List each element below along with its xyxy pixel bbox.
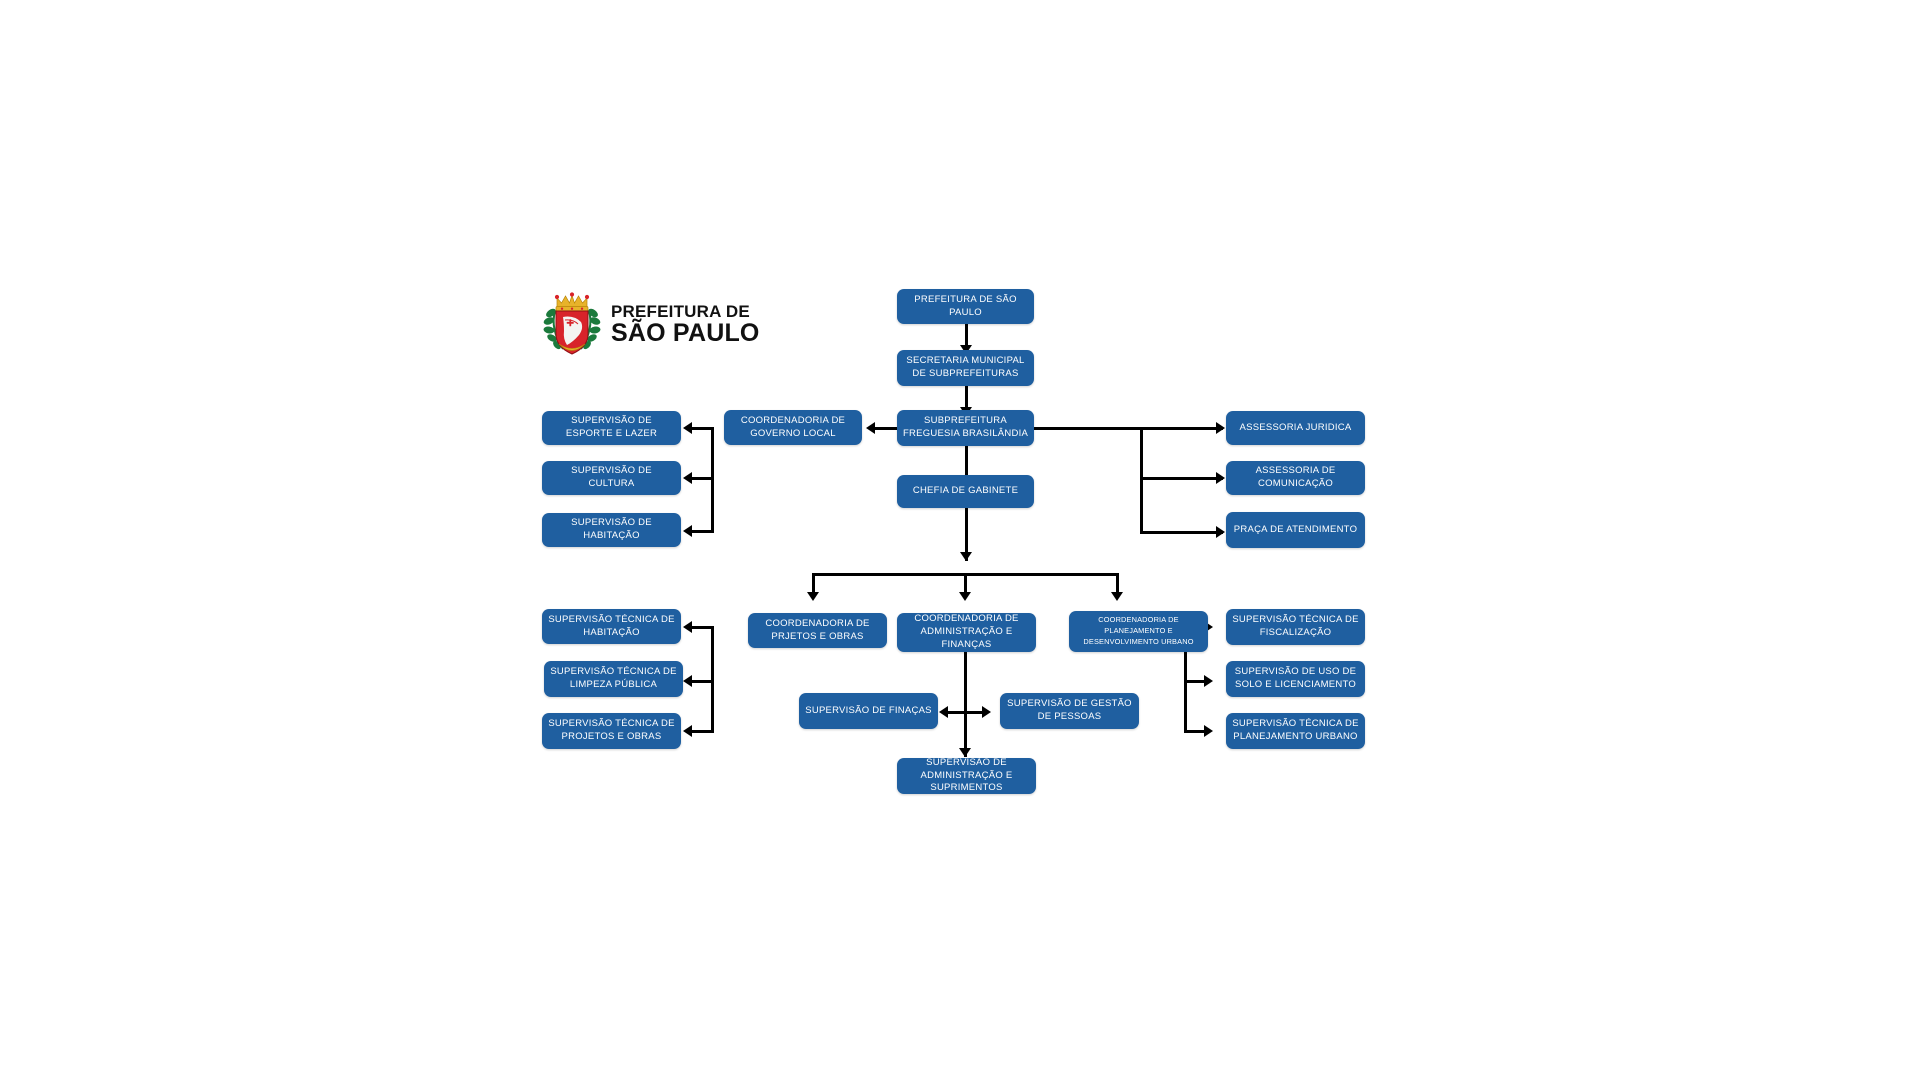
node-assessoria-de-comunicacao[interactable]: ASSESSORIA DE COMUNICAÇÃO	[1226, 461, 1365, 495]
arrow-left-habitacao	[683, 525, 692, 537]
arrow-right-comunicacao	[1216, 472, 1225, 484]
arrow-right-fiscalizacao	[1204, 621, 1213, 633]
node-coordenadoria-de-governo-local[interactable]: COORDENADORIA DE GOVERNO LOCAL	[724, 410, 862, 445]
node-supervisao-de-administracao-e-suprimentos[interactable]: SUPERVISÃO DE ADMINISTRAÇÃO E SUPRIMENTO…	[897, 757, 1036, 794]
prefeitura-logo: PREFEITURA DE SÃO PAULO	[543, 286, 763, 362]
edge-drop-projetos	[812, 573, 815, 598]
edge-right-trunk	[1140, 427, 1143, 534]
arrow-left-financas	[939, 706, 948, 718]
edge-left-branch-esporte	[690, 427, 714, 430]
node-supervisao-de-financas[interactable]: SUPERVISÃO DE FINAÇAS	[799, 693, 938, 729]
node-supervisao-tecnica-de-limpeza-publica[interactable]: SUPERVISÃO TÉCNICA DE LIMPEZA PÚBLICA	[544, 661, 683, 697]
edge-admin-left	[946, 711, 964, 714]
edge-left-branch-tec-habitacao	[690, 626, 714, 629]
logo-line-2: SÃO PAULO	[611, 318, 760, 347]
node-subprefeitura-freguesia-brasilandia[interactable]: SUBPREFEITURA FREGUESIA BRASILÂNDIA	[897, 410, 1034, 446]
edge-chefia-down	[965, 508, 968, 561]
node-supervisao-tecnica-de-habitacao[interactable]: SUPERVISÃO TÉCNICA DE HABITAÇÃO	[542, 609, 681, 644]
node-chefia-de-gabinete[interactable]: CHEFIA DE GABINETE	[897, 475, 1034, 508]
node-assessoria-juridica[interactable]: ASSESSORIA JURIDICA	[1226, 411, 1365, 445]
node-supervisao-de-gestao-de-pessoas[interactable]: SUPERVISÃO DE GESTÃO DE PESSOAS	[1000, 693, 1139, 729]
edge-left-trunk-gov	[711, 427, 714, 533]
arrow-down-coord-admin	[959, 592, 971, 601]
node-praca-de-atendimento[interactable]: PRAÇA DE ATENDIMENTO	[1226, 512, 1365, 548]
edge-right-branch-praca	[1140, 531, 1223, 534]
edge-right-branch-tec-planej	[1184, 730, 1210, 733]
edge-left-trunk-projetos	[711, 626, 714, 733]
edge-prefeitura-secretaria	[965, 324, 968, 356]
edge-right-branch-comunicacao	[1140, 477, 1223, 480]
edge-secretaria-subprefeitura	[965, 386, 968, 418]
node-supervisao-tecnica-de-planejamento-urbano[interactable]: SUPERVISÃO TÉCNICA DE PLANEJAMENTO URBAN…	[1226, 713, 1365, 749]
arrow-right-uso-solo	[1204, 675, 1213, 687]
sao-paulo-coat-of-arms-icon	[543, 287, 601, 361]
edge-subpref-coordgoverno	[873, 427, 898, 430]
arrow-left-tec-projetos	[683, 725, 692, 737]
edge-left-branch-cultura	[690, 477, 714, 480]
edge-drop-admin	[964, 573, 967, 598]
edge-left-branch-tec-limpeza	[690, 680, 714, 683]
edge-subpref-right-stem	[1033, 427, 1143, 430]
arrow-left-cultura	[683, 472, 692, 484]
edge-admin-down	[964, 652, 967, 757]
edge-drop-planej	[1116, 573, 1119, 598]
node-supervisao-de-esporte-e-lazer[interactable]: SUPERVISÃO DE ESPORTE E LAZER	[542, 411, 681, 445]
arrow-down-secretaria	[960, 345, 972, 354]
node-prefeitura-de-sao-paulo[interactable]: PREFEITURA DE SÃO PAULO	[897, 289, 1034, 324]
arrow-down-coord-planej	[1111, 592, 1123, 601]
arrow-left-esporte	[683, 422, 692, 434]
node-supervisao-tecnica-de-fiscalizacao[interactable]: SUPERVISÃO TÉCNICA DE FISCALIZAÇÃO	[1226, 609, 1365, 645]
edge-right-trunk-planej	[1184, 626, 1187, 733]
arrow-right-gestao-pessoas	[982, 706, 991, 718]
node-secretaria-municipal-de-subprefeituras[interactable]: SECRETARIA MUNICIPAL DE SUBPREFEITURAS	[897, 350, 1034, 386]
node-coordenadoria-de-projetos-e-obras[interactable]: COORDENADORIA DE PRJETOS E OBRAS	[748, 613, 887, 648]
edge-subpref-chefia	[965, 446, 968, 480]
edge-left-branch-tec-projetos	[690, 730, 714, 733]
arrow-down-coord-projetos	[807, 592, 819, 601]
arrow-left-tec-limpeza	[683, 675, 692, 687]
arrow-left-coordgoverno	[866, 422, 875, 434]
logo-line-1: PREFEITURA DE	[611, 301, 750, 321]
node-supervisao-de-habitacao[interactable]: SUPERVISÃO DE HABITAÇÃO	[542, 513, 681, 547]
edge-right-branch-juridica	[1140, 427, 1223, 430]
arrow-right-juridica	[1216, 422, 1225, 434]
arrow-right-tec-planej	[1204, 725, 1213, 737]
node-supervisao-de-uso-de-solo-e-licenciamento[interactable]: SUPERVISÃO DE USO DE SOLO E LICENCIAMENT…	[1226, 661, 1365, 697]
node-supervisao-tecnica-de-projetos-e-obras[interactable]: SUPERVISÃO TÉCNICA DE PROJETOS E OBRAS	[542, 713, 681, 749]
node-supervisao-de-cultura[interactable]: SUPERVISÃO DE CULTURA	[542, 461, 681, 495]
arrow-down-admin-suprimentos	[959, 748, 971, 757]
edge-admin-right	[966, 711, 984, 714]
node-coordenadoria-de-administracao-e-financas[interactable]: COORDENADORIA DE ADMINISTRAÇÃO E FINANÇA…	[897, 613, 1036, 652]
node-coordenadoria-de-planejamento-e-desenvolvimento-urbano[interactable]: COORDENADORIA DE PLANEJAMENTO E DESENVOL…	[1069, 611, 1208, 652]
edge-right-branch-uso-solo	[1184, 680, 1210, 683]
arrow-down-chefia	[960, 552, 972, 561]
arrow-left-tec-habitacao	[683, 621, 692, 633]
arrow-right-praca	[1216, 526, 1225, 538]
edge-left-branch-habitacao	[690, 530, 714, 533]
